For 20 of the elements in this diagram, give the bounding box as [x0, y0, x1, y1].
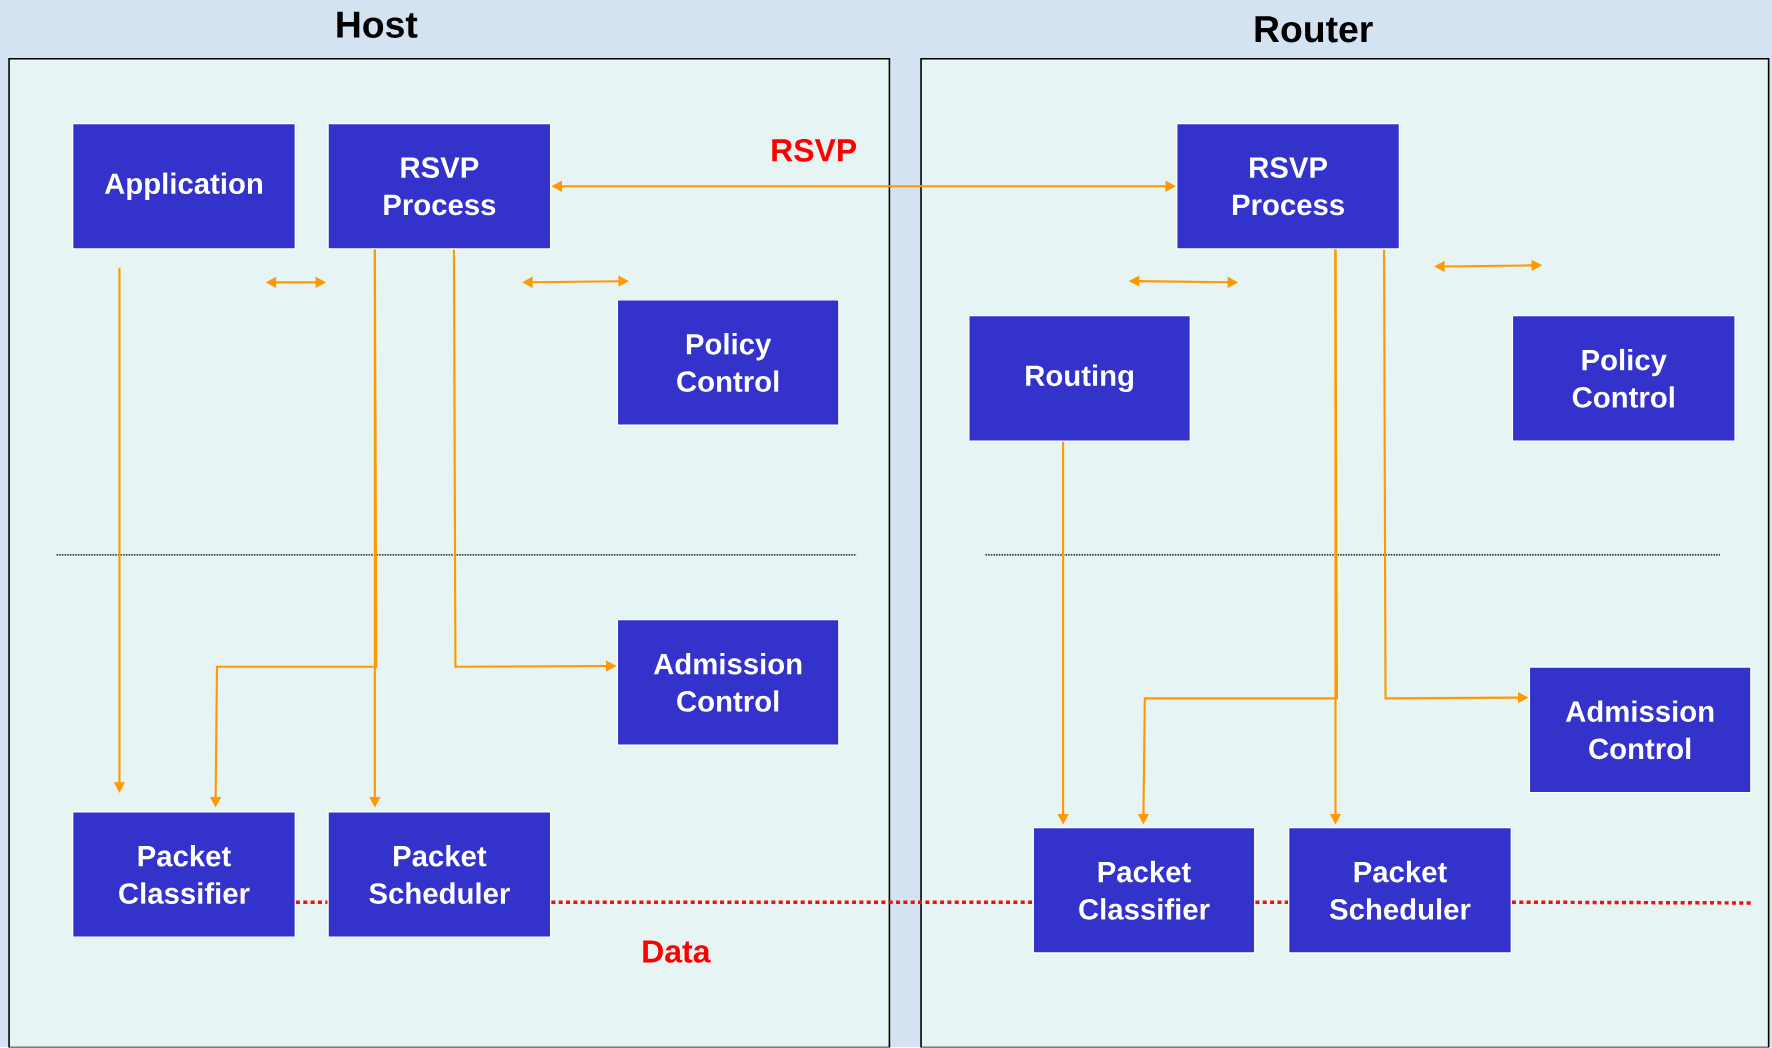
- process-box: Policy Control: [1511, 315, 1736, 442]
- process-box: Admission Control: [1528, 666, 1752, 794]
- process-box: Packet Classifier: [1032, 827, 1256, 954]
- process-box: Policy Control: [616, 299, 840, 427]
- connector-line: [1511, 900, 1752, 905]
- connector-line: [295, 900, 328, 905]
- edge-label: Data: [643, 940, 711, 963]
- process-box: Application: [72, 123, 296, 250]
- connector-line: [1255, 900, 1288, 905]
- process-box: Routing: [968, 315, 1191, 442]
- process-box: RSVP Process: [1176, 123, 1401, 250]
- process-box: Packet Scheduler: [327, 811, 552, 939]
- edge-label: RSVP: [772, 139, 857, 162]
- node-label: Router: [1255, 16, 1373, 43]
- process-box: Packet Classifier: [72, 811, 296, 939]
- process-box: Packet Scheduler: [1288, 827, 1512, 954]
- process-box: Admission Control: [616, 619, 840, 746]
- node-label: Host: [337, 12, 418, 39]
- process-box: RSVP Process: [327, 123, 552, 250]
- connector-line: [551, 900, 1033, 905]
